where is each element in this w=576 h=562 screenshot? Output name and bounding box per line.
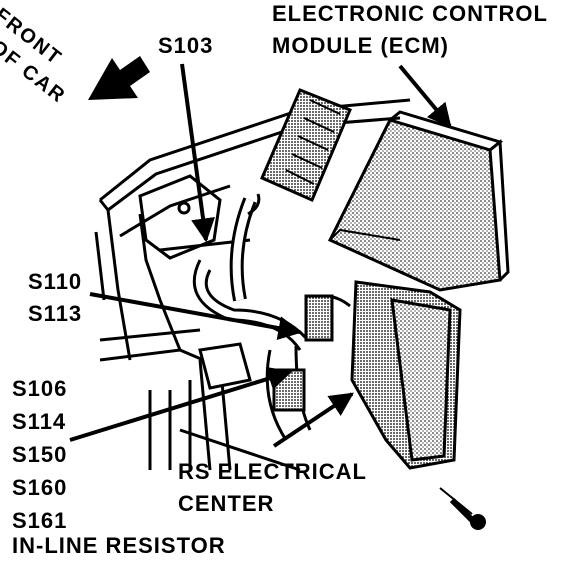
leader-arrows: [69, 63, 452, 448]
rs-electrical-center-label-line2: CENTER: [178, 491, 275, 516]
in-line-resistor-label: IN-LINE RESISTOR: [12, 533, 226, 558]
rs-electrical-center-label-line1: RS ELECTRICAL: [178, 459, 367, 484]
wiring-harness: [229, 88, 352, 302]
splice-s103-label: S103: [158, 33, 214, 58]
firewall-outline: [94, 98, 411, 472]
splice-s106-label: S106: [12, 376, 68, 401]
splice-s110-label: S110: [28, 269, 83, 294]
ecm-module: [327, 110, 510, 292]
front-of-car-arrow: [88, 56, 150, 100]
splice-s114-label: S114: [12, 409, 67, 434]
splice-s161-label: S161: [12, 508, 68, 533]
ecm-label-line2: MODULE (ECM): [272, 33, 449, 58]
splice-stack-labels: S106 S114 S150 S160 S161: [12, 372, 67, 537]
splice-s150-label: S150: [12, 442, 68, 467]
splice-s160-label: S160: [12, 475, 68, 500]
screw-fastener: [439, 487, 486, 530]
ecm-label-line1: ELECTRONIC CONTROL: [272, 1, 548, 26]
splice-s113-label: S113: [28, 301, 83, 326]
rs-electrical-center-box: [350, 280, 462, 470]
